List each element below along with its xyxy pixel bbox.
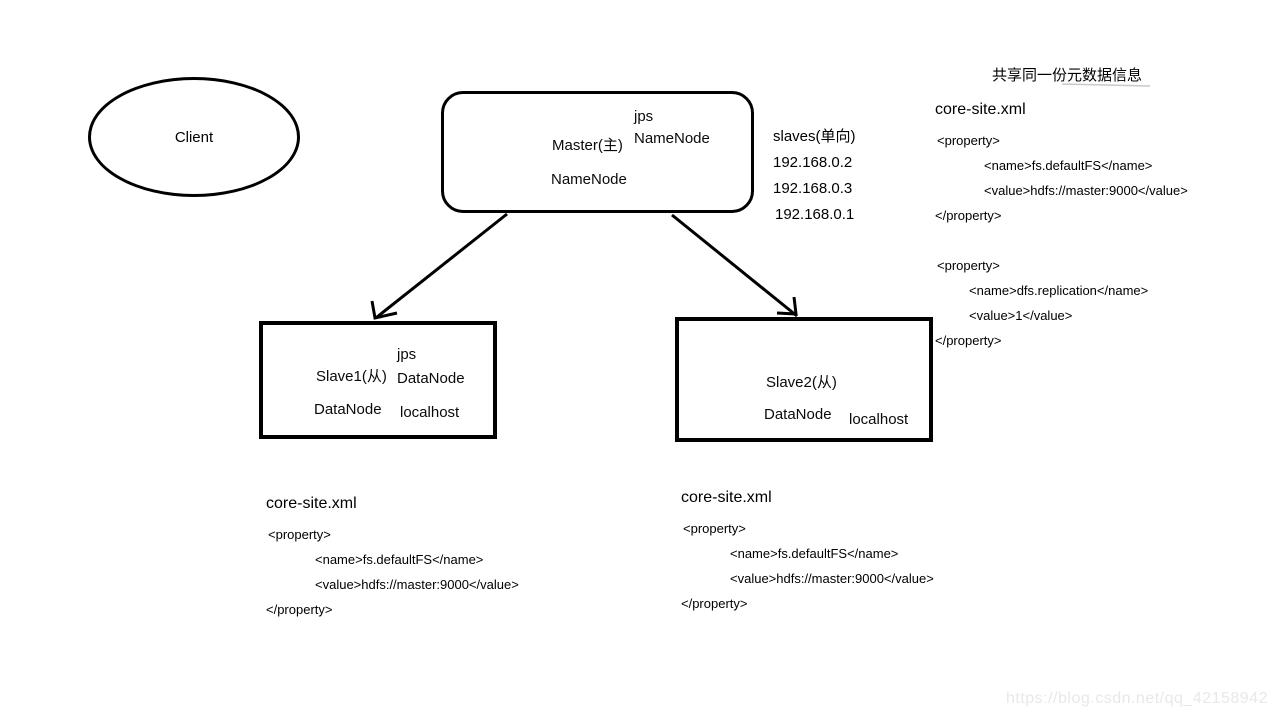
config-line: </property> (935, 208, 1002, 223)
config-title: core-site.xml (266, 495, 357, 512)
watermark-url: https://blog.csdn.net/qq_42158942 (1005, 690, 1268, 707)
arrow-master-to-slave2 (671, 213, 798, 318)
slave2-node: Slave2(从) DataNode localhost (675, 317, 933, 442)
config-line: <name>dfs.replication</name> (969, 283, 1149, 298)
slave1-jps-command: jps (397, 346, 417, 363)
config-line: <property> (683, 521, 746, 536)
config-line: <name>fs.defaultFS</name> (984, 158, 1153, 173)
config-line: <property> (937, 133, 1000, 148)
arrow-master-to-slave1 (370, 212, 508, 320)
client-node: Client (88, 77, 300, 197)
slaves-file-list: slaves(单向) 192.168.0.2 192.168.0.3 192.1… (773, 124, 856, 228)
slave1-config-block: core-site.xml <property> <name>fs.defaul… (266, 494, 519, 622)
slave2-title: Slave2(从) (766, 374, 837, 391)
master-node: jps Master(主) NameNode NameNode (441, 91, 754, 213)
master-config-block: core-site.xml <property> <name>fs.defaul… (935, 100, 1188, 353)
master-jps-command: jps (634, 108, 654, 125)
slave1-daemon: DataNode (314, 401, 382, 418)
config-line: <name>fs.defaultFS</name> (315, 552, 484, 567)
slave1-title: Slave1(从) (316, 368, 387, 385)
client-label: Client (174, 128, 214, 146)
master-jps-output: NameNode (634, 130, 710, 147)
slave1-host: localhost (400, 404, 460, 421)
config-line: <value>hdfs://master:9000</value> (315, 577, 519, 592)
config-line: <property> (268, 527, 331, 542)
config-line: </property> (935, 333, 1002, 348)
slave1-node: jps Slave1(从) DataNode DataNode localhos… (259, 321, 497, 439)
slave2-host: localhost (849, 411, 909, 428)
config-title: core-site.xml (681, 489, 772, 506)
config-line: <name>fs.defaultFS</name> (730, 546, 899, 561)
config-line: </property> (266, 602, 333, 617)
config-line: <value>1</value> (969, 308, 1073, 323)
config-line: <value>hdfs://master:9000</value> (730, 571, 934, 586)
slave2-config-block: core-site.xml <property> <name>fs.defaul… (681, 488, 934, 616)
config-line: </property> (681, 596, 748, 611)
slave2-daemon: DataNode (764, 406, 832, 423)
config-title: core-site.xml (935, 101, 1026, 118)
shared-metadata-note: 共享同一份元数据信息 (992, 67, 1143, 84)
slave1-jps-output: DataNode (397, 370, 465, 387)
master-daemon: NameNode (551, 171, 627, 188)
config-line: <value>hdfs://master:9000</value> (984, 183, 1188, 198)
slave-ip: 192.168.0.2 (773, 154, 853, 171)
master-title: Master(主) (552, 137, 623, 154)
config-line-blank (935, 228, 1188, 253)
slave-ip: 192.168.0.3 (773, 180, 853, 197)
slave-ip: 192.168.0.1 (775, 206, 855, 223)
slaves-list-title: slaves(单向) (773, 128, 856, 145)
config-line: <property> (937, 258, 1000, 273)
